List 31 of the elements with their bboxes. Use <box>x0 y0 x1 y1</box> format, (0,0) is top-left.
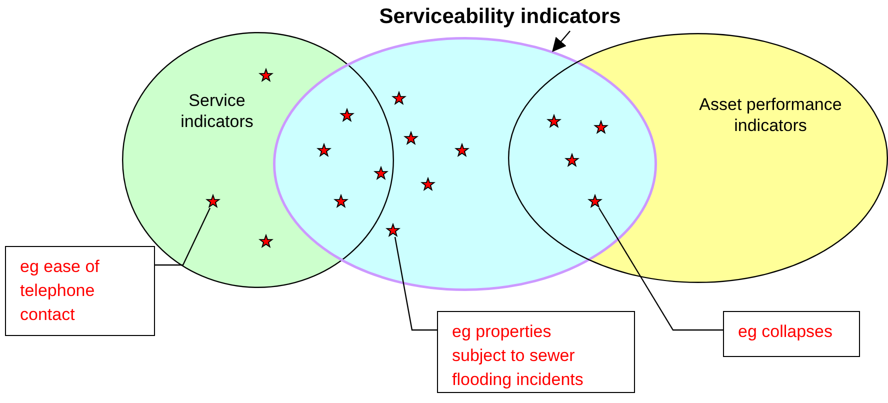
leader-line <box>598 208 723 331</box>
star-icon <box>317 143 331 157</box>
callout-text: eg properties subject to sewer flooding incidents <box>452 321 584 391</box>
diagram-heading: Serviceability indicators <box>345 3 655 31</box>
star-icon <box>421 177 435 191</box>
callout-text: eg collapses <box>738 321 833 343</box>
star-icon <box>386 223 400 237</box>
star-icon <box>594 120 608 134</box>
callout-box <box>437 311 635 393</box>
set-label: Asset performance indicators <box>698 94 843 136</box>
star-icon <box>547 114 561 128</box>
star-icon <box>588 194 602 208</box>
star-icon <box>455 143 469 157</box>
star-icon <box>565 153 579 167</box>
callout-text: eg ease of telephone contact <box>20 256 100 326</box>
star-icon <box>392 91 406 105</box>
star-icon <box>206 194 220 208</box>
star-icon <box>334 194 348 208</box>
leader-line <box>155 208 211 266</box>
star-icon <box>404 131 418 145</box>
arrow <box>552 30 571 52</box>
star-icon <box>374 166 388 180</box>
set-label: Service indicators <box>180 90 254 132</box>
set-ellipse <box>273 37 657 291</box>
star-icon <box>340 108 354 122</box>
star-icon <box>259 234 273 248</box>
leader-line <box>394 236 437 331</box>
callout-box <box>5 246 155 336</box>
set-ellipse <box>508 33 888 283</box>
callout-box <box>723 311 860 357</box>
star-icon <box>259 68 273 82</box>
